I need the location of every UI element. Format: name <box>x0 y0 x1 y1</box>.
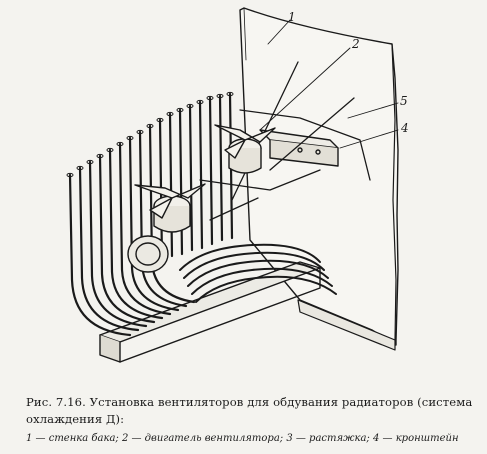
callout-1: 1 <box>288 10 296 24</box>
stay-rods <box>199 61 371 221</box>
leader-lines <box>259 19 399 149</box>
figure-legend: 1 — стенка бака; 2 — двигатель вентилято… <box>26 433 459 444</box>
fan-installation-drawing: 1 2 5 4 <box>66 7 409 363</box>
tube-caps <box>66 91 234 178</box>
bracket <box>259 129 339 167</box>
fan-housing <box>127 235 169 273</box>
callout-2: 2 <box>351 37 360 51</box>
callout-5: 5 <box>400 94 408 108</box>
lower-fan <box>134 183 206 233</box>
tank-wall <box>239 7 399 346</box>
callout-4: 4 <box>400 121 409 135</box>
radiator-tubes <box>68 92 234 337</box>
radiator-loops <box>179 243 337 303</box>
figure-caption: Рис. 7.16. Установка вентиляторов для об… <box>26 395 473 426</box>
upper-fan <box>214 124 276 174</box>
